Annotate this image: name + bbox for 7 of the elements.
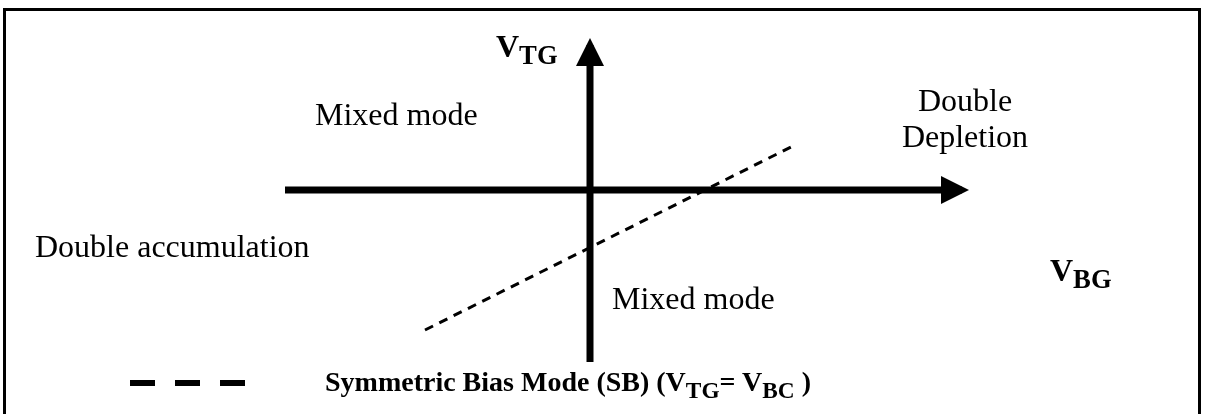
region-label: Mixed mode — [315, 96, 478, 132]
region-label: Mixed mode — [612, 280, 775, 316]
axis-label: V$_{BG}$ — [1050, 252, 1112, 297]
axis-label: V$_{TG}$ — [496, 28, 558, 73]
legend-text: Symmetric Bias Mode (SB) (V$_{TG}$= V$_{BC}$ ) — [325, 365, 811, 405]
region-label: Double accumulation — [35, 228, 310, 264]
region-label: Double Depletion — [900, 82, 1030, 154]
